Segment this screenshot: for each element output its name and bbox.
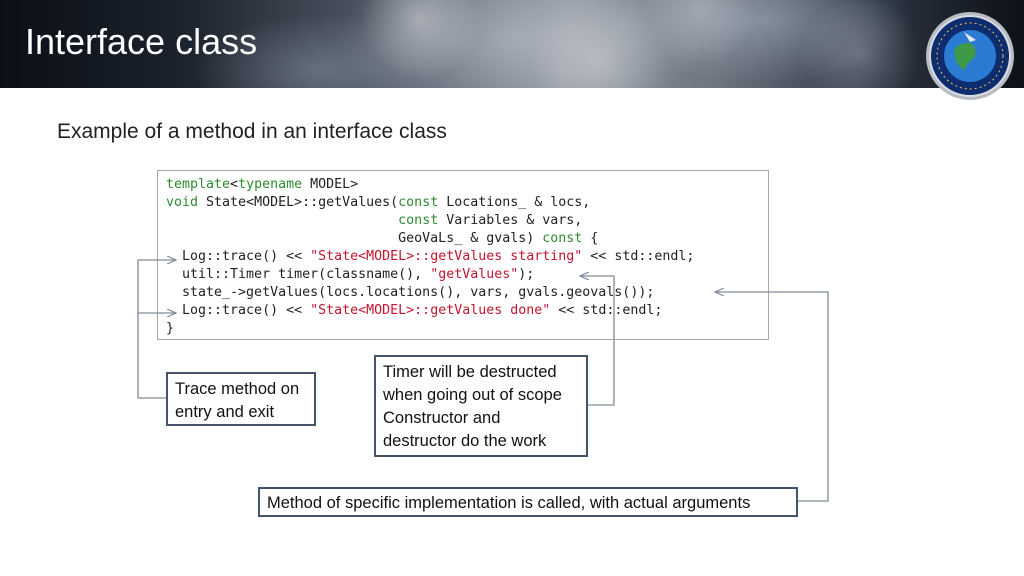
- slide-title: Interface class: [25, 21, 258, 62]
- trace-connector: [137, 260, 176, 399]
- code-keyword: template: [166, 177, 231, 192]
- seal-logo: [926, 12, 1014, 100]
- code-text: GeoVaLs_ & gvals): [166, 231, 543, 246]
- header-banner: Interface class: [0, 0, 1024, 88]
- seal-continent: [954, 42, 976, 70]
- code-string: "getValues": [430, 267, 519, 282]
- note-timer-line: Timer will be destructed: [383, 363, 557, 381]
- code-text: );: [518, 267, 535, 282]
- note-method: Method of specific implementation is cal…: [258, 487, 798, 517]
- timer-connector: [580, 276, 615, 406]
- code-text: {: [582, 231, 599, 246]
- code-text: Log::trace() <<: [166, 249, 311, 264]
- code-text: util::Timer timer(classname(),: [166, 267, 431, 282]
- code-line: }: [166, 321, 174, 336]
- code-string: "State<MODEL>::getValues starting": [310, 249, 583, 264]
- code-string: "State<MODEL>::getValues done": [310, 303, 551, 318]
- code-line: void State<MODEL>::getValues(const Locat…: [166, 195, 590, 210]
- code-listing: template<typename MODEL> void State<MODE…: [166, 176, 694, 338]
- slide-subtitle: Example of a method in an interface clas…: [57, 120, 447, 143]
- code-line: state_->getValues(locs.locations(), vars…: [166, 285, 654, 300]
- code-text: << std::endl;: [582, 249, 695, 264]
- code-line: util::Timer timer(classname(), "getValue…: [166, 267, 534, 282]
- code-box: template<typename MODEL> void State<MODE…: [157, 170, 769, 340]
- note-timer: Timer will be destructed when going out …: [374, 355, 588, 457]
- code-line: template<typename MODEL>: [166, 177, 358, 192]
- code-text: }: [166, 321, 175, 336]
- code-text: <: [230, 177, 239, 192]
- note-trace: Trace method on entry and exit: [166, 372, 316, 426]
- code-text: State<MODEL>::getValues(: [198, 195, 399, 210]
- code-line: Log::trace() << "State<MODEL>::getValues…: [166, 249, 694, 264]
- note-timer-line: Constructor and: [383, 409, 501, 427]
- code-text: MODEL>: [302, 177, 359, 192]
- code-keyword: typename: [238, 177, 303, 192]
- code-line: const Variables & vars,: [166, 213, 582, 228]
- code-line: Log::trace() << "State<MODEL>::getValues…: [166, 303, 662, 318]
- code-text: Log::trace() <<: [166, 303, 311, 318]
- earth-background-image: [0, 0, 1024, 88]
- code-text: state_->getValues(locs.locations(), vars…: [166, 285, 655, 300]
- code-keyword: const: [542, 231, 583, 246]
- note-trace-line: Trace method on: [175, 380, 300, 398]
- code-text: << std::endl;: [550, 303, 663, 318]
- note-timer-line: when going out of scope: [383, 386, 562, 404]
- code-keyword: const: [398, 195, 439, 210]
- note-timer-line: destructor do the work: [383, 432, 547, 450]
- code-text: Variables & vars,: [438, 213, 583, 228]
- code-keyword: void: [166, 195, 199, 210]
- code-keyword: const: [398, 213, 439, 228]
- note-method-line: Method of specific implementation is cal…: [267, 494, 751, 512]
- seal-satellite: [964, 32, 976, 42]
- code-line: GeoVaLs_ & gvals) const {: [166, 231, 598, 246]
- seal-text-ring: [936, 22, 1004, 90]
- method-connector: [715, 292, 829, 502]
- code-text: Locations_ & locs,: [438, 195, 591, 210]
- note-trace-line: entry and exit: [175, 403, 275, 421]
